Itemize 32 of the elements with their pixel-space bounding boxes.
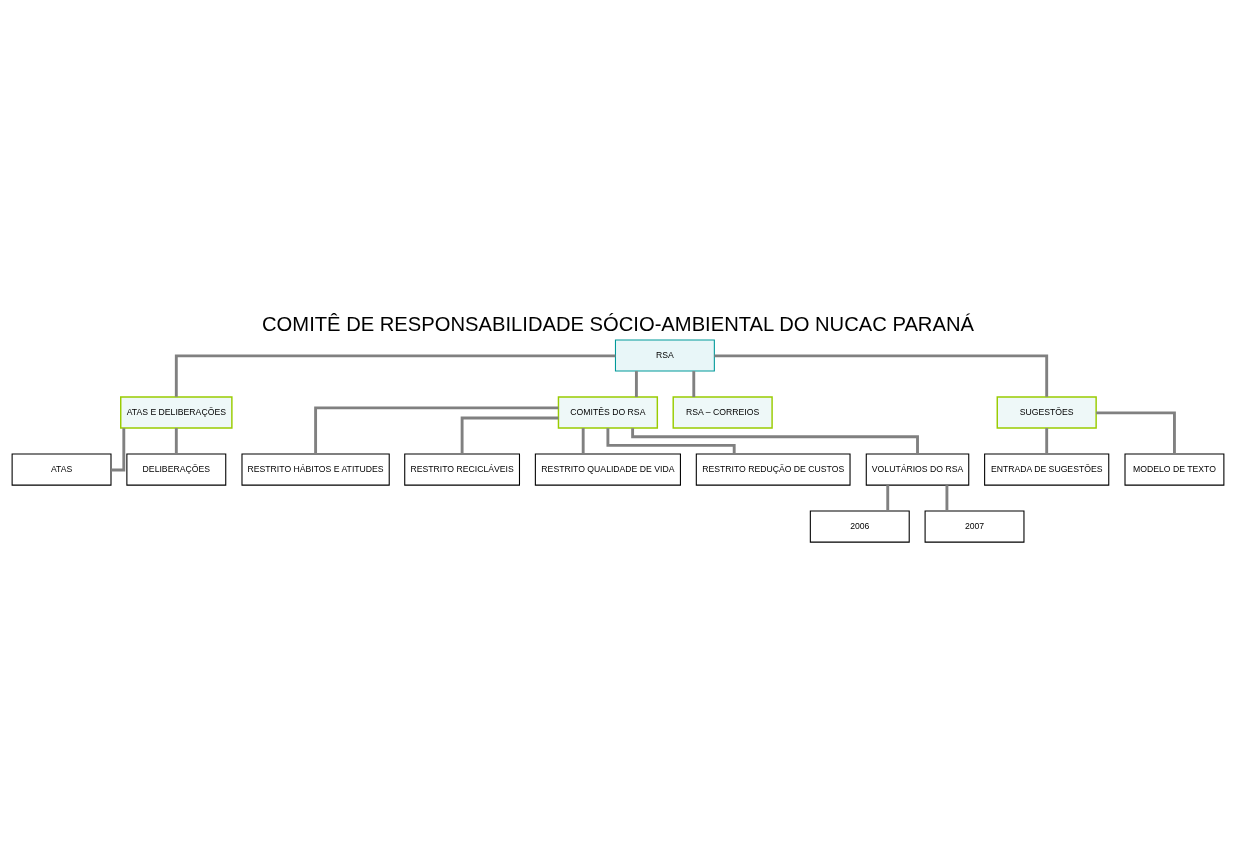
connector	[886, 485, 890, 512]
node-box: MODELO DE TEXTO	[1124, 453, 1225, 486]
node-box: COMITÊS DO RSA	[557, 396, 659, 429]
node-box: DELIBERAÇÕES	[126, 453, 227, 486]
connector	[1096, 411, 1176, 454]
connector	[581, 428, 585, 454]
node-box: RSA – CORREIOS	[672, 396, 773, 429]
node-box: RESTRITO REDUÇÃO DE CUSTOS	[695, 453, 851, 486]
node-box: 2007	[924, 510, 1025, 543]
node-box: RESTRITO RECICLÁVEIS	[404, 453, 521, 486]
connector	[314, 406, 559, 454]
connector	[111, 428, 126, 472]
node-box: RESTRITO QUALIDADE DE VIDA	[534, 453, 681, 486]
node-box: SUGESTÕES	[996, 396, 1097, 429]
diagram-title: COMITÊ DE RESPONSABILIDADE SÓCIO-AMBIENTAL DO NUCAC PARANÁ	[262, 312, 974, 335]
connector	[460, 416, 559, 454]
connector	[1045, 428, 1049, 454]
node-box: ENTRADA DE SUGESTÕES	[984, 453, 1110, 486]
connector	[714, 354, 1049, 397]
connector	[174, 354, 616, 397]
node-box: ATAS E DELIBERAÇÕES	[120, 396, 233, 429]
node-box: ATAS	[11, 453, 112, 486]
node-box: RESTRITO HÁBITOS E ATITUDES	[241, 453, 390, 486]
node-box: RSA	[614, 339, 715, 372]
connector	[606, 428, 736, 454]
connector	[945, 485, 949, 512]
connector	[634, 371, 638, 397]
connector	[692, 371, 696, 397]
connector	[631, 428, 919, 454]
connector	[174, 428, 178, 454]
node-box: VOLUTÁRIOS DO RSA	[865, 453, 970, 486]
node-box: 2006	[809, 510, 910, 543]
